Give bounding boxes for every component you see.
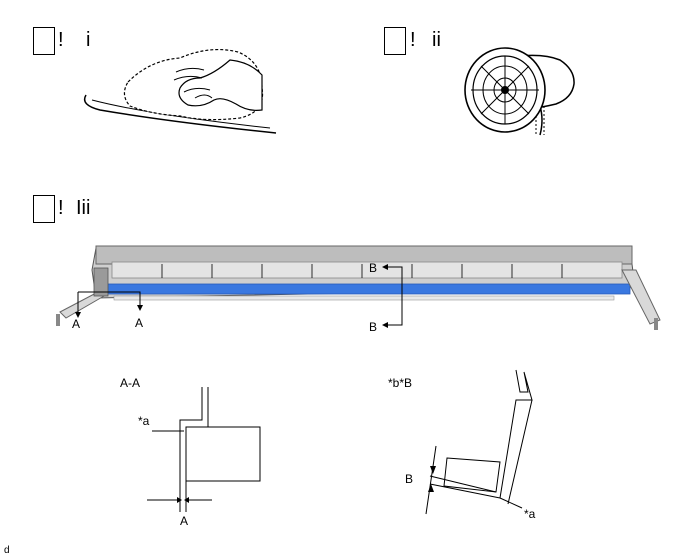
step3-mark: ! — [58, 197, 64, 219]
cut-b-bottom-label: B — [369, 320, 378, 334]
detail-aa-title: A-A — [120, 376, 141, 390]
step1-mark: ! — [58, 29, 64, 51]
cut-b-top-label: B — [369, 261, 378, 275]
detail-b-dim-label: B — [405, 472, 414, 486]
step2-box — [384, 27, 406, 55]
detail-b-callout: *a — [524, 507, 536, 521]
step1-label: i — [86, 29, 91, 51]
cut-a-left-label: A — [72, 317, 81, 331]
step2-mark: ! — [410, 29, 416, 51]
step3-box — [33, 195, 55, 223]
step2-label: ii — [432, 29, 441, 51]
cut-a-right-label: A — [135, 316, 144, 330]
detail-aa-dim-label: A — [180, 514, 189, 528]
detail-aa-callout: *a — [138, 414, 150, 428]
detail-b-title: *b*B — [388, 376, 413, 390]
step1-box — [33, 27, 55, 55]
footer-mark: d — [4, 545, 10, 556]
step3-label: Iii — [76, 197, 91, 219]
